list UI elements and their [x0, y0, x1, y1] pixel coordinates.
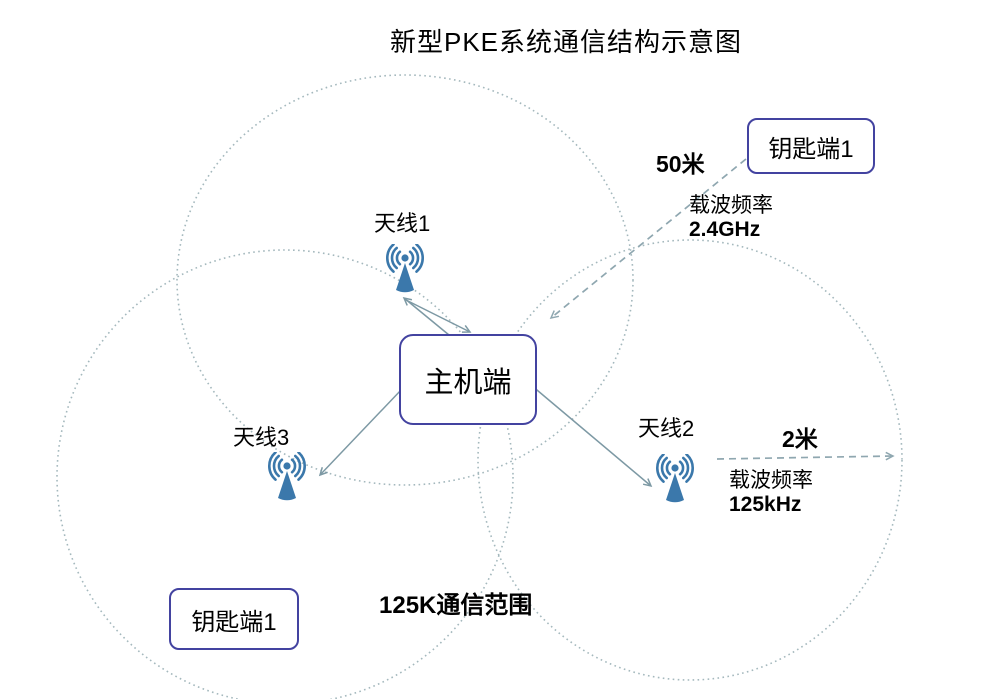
- label-125k-range: 125K通信范围: [379, 592, 533, 619]
- label-distance-2m: 2米: [782, 426, 818, 452]
- antenna3-label: 天线3: [233, 425, 290, 450]
- key-fob-box-bottom: 钥匙端1: [169, 588, 299, 650]
- carrier-frequency-text-bottom: 载波频率: [729, 469, 813, 492]
- arrow-keyfob-50m-dashed: [549, 158, 747, 320]
- label-carrier-125khz: 载波频率 125kHz: [729, 469, 813, 517]
- antenna1-label: 天线1: [374, 211, 431, 236]
- key-fob-bottom-label: 钥匙端1: [191, 608, 277, 636]
- antenna1-range-circle: [176, 74, 634, 486]
- arrow-host-to-antenna2: [530, 384, 653, 488]
- arrow-antenna2-2m-dashed: [716, 451, 895, 461]
- frequency-2-4ghz-text: 2.4GHz: [689, 218, 761, 242]
- antenna3-range-circle: [56, 249, 514, 699]
- host-box: 主机端: [399, 334, 537, 425]
- label-carrier-2-4ghz: 载波频率 2.4GHz: [689, 194, 773, 242]
- arrow-antenna1-to-host: [405, 299, 472, 333]
- antenna3-icon: [268, 452, 306, 501]
- antenna2-range-circle: [477, 239, 903, 681]
- key-fob-top-label: 钥匙端1: [768, 135, 854, 163]
- key-fob-box-top: 钥匙端1: [747, 118, 875, 174]
- antenna1-icon: [386, 244, 424, 293]
- antenna2-icon: [656, 454, 694, 503]
- arrow-host-to-antenna3: [318, 388, 403, 477]
- host-label: 主机端: [424, 366, 512, 399]
- frequency-125khz-text: 125kHz: [729, 493, 802, 517]
- label-distance-50m: 50米: [656, 151, 705, 177]
- diagram-title: 新型PKE系统通信结构示意图: [390, 27, 743, 57]
- arrow-host-to-antenna1: [402, 296, 450, 336]
- carrier-frequency-text-top: 载波频率: [689, 194, 773, 217]
- antenna2-label: 天线2: [638, 416, 695, 441]
